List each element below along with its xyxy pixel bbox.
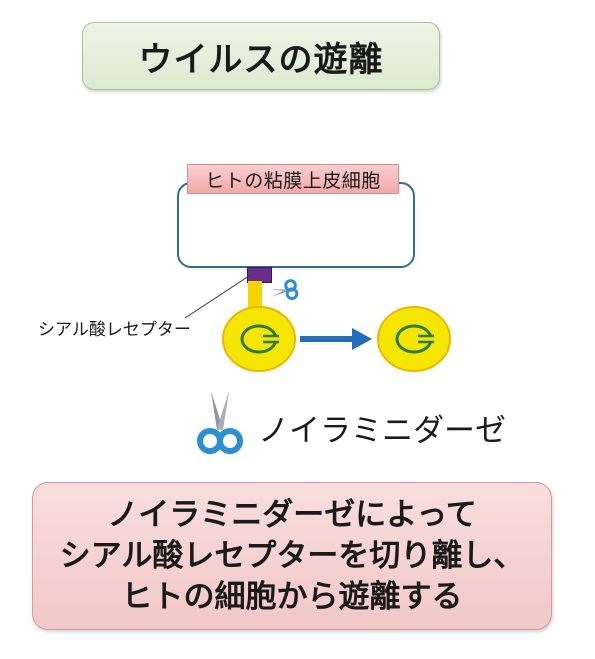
release-diagram [184,275,451,454]
title-box: ウイルスの遊離 [82,22,440,90]
explanation-line: ノイラミニダーゼによって [107,496,477,533]
attached-virus [222,306,296,372]
explanation-line: ヒトの細胞から遊離する [121,578,463,615]
legend-scissors-icon [197,391,243,454]
page-title: ウイルスの遊離 [138,39,384,80]
cell-label: ヒトの粘膜上皮細胞 [187,164,399,194]
receptor-label: シアル酸レセプター [38,320,191,340]
explanation-box: ノイラミニダーゼによって シアル酸レセプターを切り離し、 ヒトの細胞から遊離する [32,482,552,630]
epithelial-cell [177,182,415,268]
scissors-icon [270,279,299,300]
explanation-line: シアル酸レセプターを切り離し、 [59,537,525,574]
enzyme-label: ノイラミニダーゼ [258,413,506,449]
release-arrow [300,328,372,350]
receptor-leader-line [184,275,250,319]
released-virus [377,306,451,372]
